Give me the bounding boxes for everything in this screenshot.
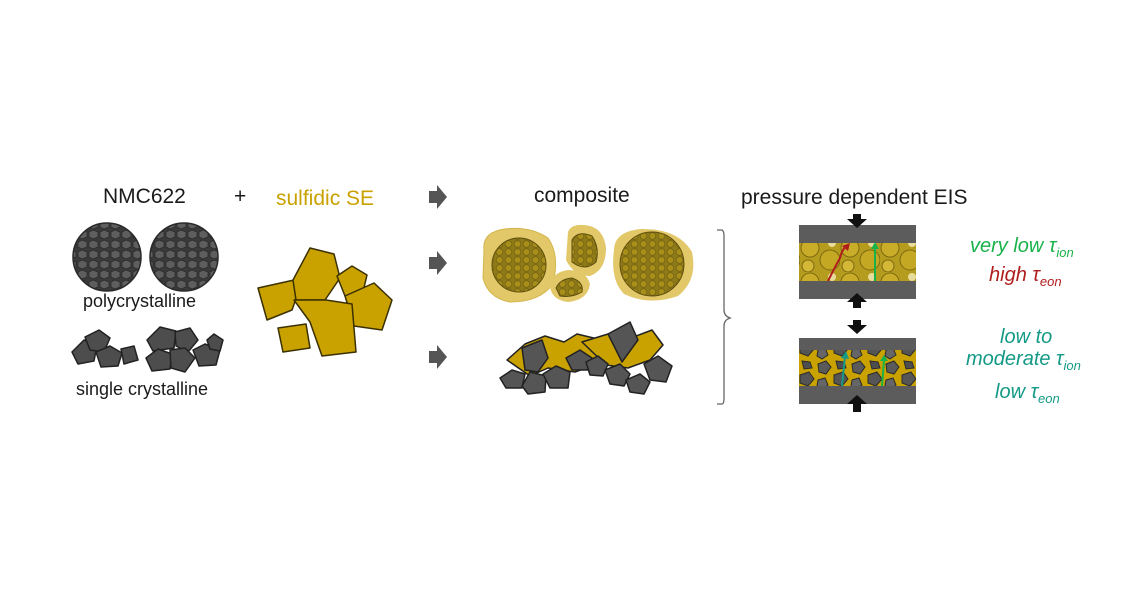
title-composite: composite: [534, 184, 630, 207]
sulfidic-se-particles: [257, 247, 393, 357]
composite-single-crystalline: [499, 321, 673, 395]
title-sulfidic-se: sulfidic SE: [276, 187, 375, 210]
single-crystalline-particles: [71, 326, 224, 373]
result-low-to: low to: [1000, 326, 1053, 348]
label-polycrystalline: polycrystalline: [83, 291, 197, 311]
grouping-brace: [717, 229, 733, 405]
label-single-crystalline: single crystalline: [76, 379, 209, 399]
process-arrows: [429, 185, 447, 369]
pressure-arrows: [847, 214, 867, 412]
title-pressure-eis: pressure dependent EIS: [741, 186, 968, 209]
title-nmc622: NMC622: [103, 185, 186, 208]
result-moderate-tau-ion: moderate τion: [966, 348, 1081, 373]
result-very-low-tau-ion: very low τion: [970, 235, 1074, 260]
eis-cell-single-crystalline: [799, 338, 916, 404]
result-low-tau-eon: low τeon: [995, 381, 1060, 406]
result-high-tau-eon: high τeon: [989, 264, 1062, 289]
polycrystalline-particles: [72, 222, 219, 292]
composite-polycrystalline: [482, 224, 694, 303]
plus-sign: +: [234, 185, 247, 208]
eis-cell-polycrystalline: [799, 225, 916, 299]
